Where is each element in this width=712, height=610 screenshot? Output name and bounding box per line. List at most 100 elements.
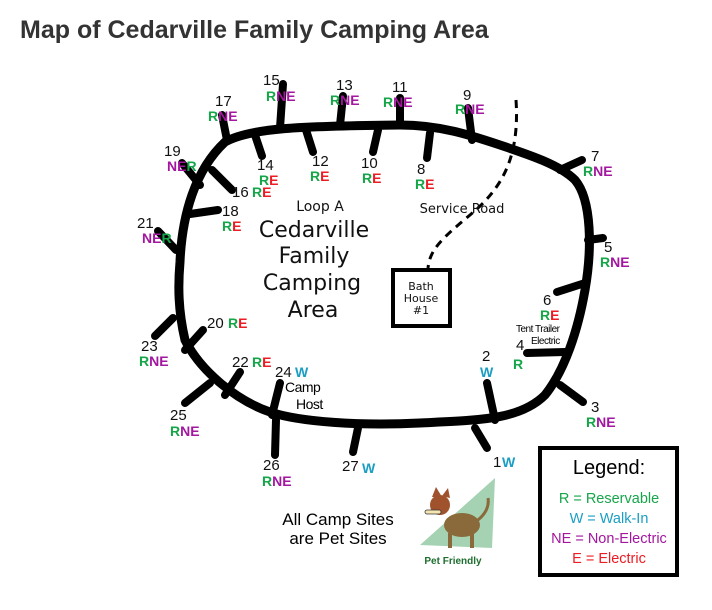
site-codes: W xyxy=(295,364,309,380)
site-codes: RE xyxy=(252,354,271,370)
site-codes: RNE xyxy=(583,163,613,179)
site-code-e: E xyxy=(269,172,278,188)
site-code-ne: NE xyxy=(593,163,612,179)
site-code-r: R xyxy=(586,414,596,430)
site-code-r: R xyxy=(415,176,425,192)
site-codes: RNE xyxy=(330,92,360,108)
campsite-8: 8RE xyxy=(415,161,434,192)
site-spur-22 xyxy=(221,368,244,399)
site-number: 22 xyxy=(232,354,249,371)
site-code-e: E xyxy=(232,218,241,234)
site-number: 26 xyxy=(263,457,280,474)
camp-host-label: Camp xyxy=(285,379,321,395)
site-number: 23 xyxy=(141,338,158,355)
site-spur-6 xyxy=(553,279,589,296)
camp-host-label: Host xyxy=(296,396,323,412)
site-number: 19 xyxy=(164,143,181,160)
site-code-r: R xyxy=(186,158,196,174)
site-number: 16 xyxy=(232,184,249,201)
site-number: 4 xyxy=(516,337,524,354)
site-code-r: R xyxy=(252,354,262,370)
site-number: 20 xyxy=(207,315,224,332)
legend: Legend: R = Reservable W = Walk-In NE = … xyxy=(538,446,679,577)
site-codes: RNE xyxy=(586,414,616,430)
site-spur-4 xyxy=(523,348,569,357)
loop-road xyxy=(174,120,594,429)
site-number: 27 xyxy=(342,458,359,475)
site-number: 25 xyxy=(170,407,187,424)
campsite-4: 4R xyxy=(513,337,524,372)
site-code-w: W xyxy=(502,454,516,470)
site-spur-14 xyxy=(251,131,266,160)
site-spur-16 xyxy=(208,166,236,194)
site-spur-2 xyxy=(483,379,499,424)
site-spur-25 xyxy=(181,379,214,407)
site-code-ne: NE xyxy=(393,94,412,110)
site-code-e: E xyxy=(320,168,329,184)
site-number: 14 xyxy=(257,157,274,174)
site-number: 13 xyxy=(336,77,353,94)
site-code-r: R xyxy=(540,307,550,323)
site-code-e: E xyxy=(262,184,271,200)
site-code-r: R xyxy=(266,88,276,104)
site-code-w: W xyxy=(362,460,376,476)
campsite-6: 6RE xyxy=(540,292,559,323)
site-spur-18 xyxy=(186,206,222,218)
site-spur-26 xyxy=(271,416,280,459)
site-code-e: E xyxy=(262,354,271,370)
site-number: 3 xyxy=(591,399,599,416)
pet-note: All Camp Sites xyxy=(282,510,393,529)
site-code-ne: NE xyxy=(596,414,615,430)
legend-item-non-electric: NE = Non-Electric xyxy=(551,531,667,547)
site-spur-13 xyxy=(336,92,347,129)
site-code-r: R xyxy=(252,184,262,200)
site-code-ne: NE xyxy=(610,254,629,270)
site-number: 18 xyxy=(222,203,239,220)
site-spur-3 xyxy=(556,381,587,406)
site-spur-9 xyxy=(464,104,476,144)
bath-house xyxy=(391,268,452,328)
pet-note: are Pet Sites xyxy=(289,529,386,548)
site-code-ne: NE xyxy=(272,473,291,489)
loop-label: Loop A xyxy=(296,199,344,215)
pet-friendly-badge: Pet Friendly xyxy=(424,556,482,567)
site-spur-12 xyxy=(302,126,317,156)
site-code-r: R xyxy=(208,108,218,124)
site-code-r: R xyxy=(262,473,272,489)
site-code-e: E xyxy=(372,170,381,186)
site-number: 9 xyxy=(463,87,471,104)
site-code-ne: NE xyxy=(149,353,168,369)
area-name-line: Area xyxy=(288,298,339,323)
site-number: 17 xyxy=(215,93,232,110)
area-name-line: Family xyxy=(279,244,350,269)
site-code-r: R xyxy=(310,168,320,184)
site-codes: RE xyxy=(362,170,381,186)
site-code-ne: NE xyxy=(142,230,161,246)
site-spur-15 xyxy=(276,80,287,132)
tent-trailer-label: Tent Trailer xyxy=(516,324,561,335)
site-code-ne: NE xyxy=(167,158,186,174)
page-title: Map of Cedarville Family Camping Area xyxy=(20,16,489,44)
site-codes: RNE xyxy=(170,423,200,439)
site-code-e: E xyxy=(238,315,247,331)
site-spur-23 xyxy=(151,314,177,340)
site-code-r: R xyxy=(259,172,269,188)
legend-title: Legend: xyxy=(573,457,645,479)
site-number: 24 xyxy=(275,364,292,381)
tent-trailer-label: Electric xyxy=(531,336,560,347)
site-code-ne: NE xyxy=(340,92,359,108)
site-codes: RE xyxy=(415,176,434,192)
